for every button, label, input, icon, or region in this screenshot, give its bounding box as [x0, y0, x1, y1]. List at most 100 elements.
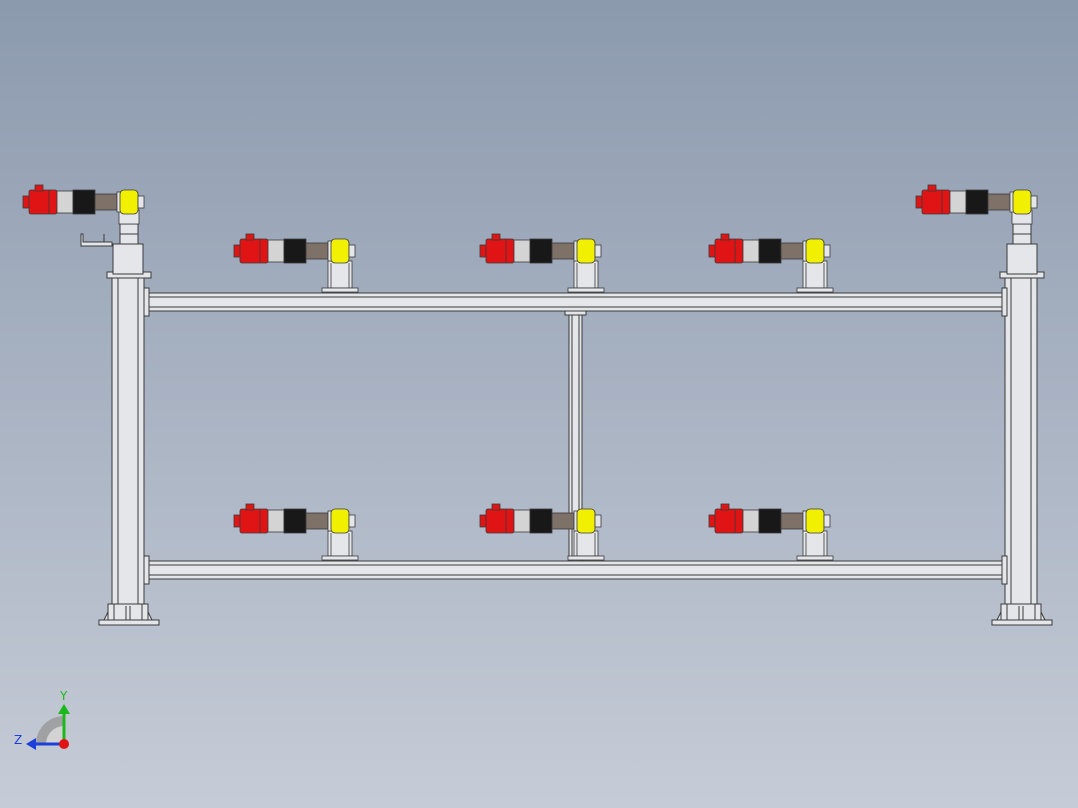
roller-drive-unit[interactable]: [708, 233, 834, 293]
steel-frame[interactable]: [80, 223, 1053, 626]
roller-hub: [348, 514, 356, 528]
roller-drive-unit[interactable]: [233, 503, 359, 561]
y-axis-arrow-icon: [58, 704, 70, 714]
gearbox-black: [72, 189, 96, 215]
roller-drive-unit[interactable]: [479, 503, 605, 561]
right-foot: [991, 603, 1053, 626]
gearbox-silver: [949, 190, 967, 214]
yellow-roller: [576, 238, 596, 264]
roller-hub: [1030, 195, 1038, 209]
motor-housing: [239, 238, 269, 264]
roller-stand: [327, 260, 353, 289]
roller-stand: [802, 260, 828, 289]
stand-base-plate: [796, 287, 834, 293]
gearbox-black: [965, 189, 989, 215]
yellow-roller: [805, 508, 825, 534]
motor-housing: [921, 189, 951, 215]
y-axis-label: Y: [59, 689, 68, 703]
x-axis-dot-icon: [59, 739, 69, 749]
gearbox-silver: [742, 509, 760, 533]
stand-base-plate: [796, 555, 834, 561]
yellow-roller: [576, 508, 596, 534]
roller-stand: [573, 260, 599, 289]
roller-drive-unit[interactable]: [22, 184, 145, 225]
motor-housing: [28, 189, 58, 215]
yellow-roller: [330, 238, 350, 264]
yellow-roller: [805, 238, 825, 264]
drive-shaft: [305, 512, 329, 530]
motor-connector: [491, 503, 501, 511]
left-foot: [98, 603, 160, 626]
gearbox-silver: [513, 509, 531, 533]
yellow-roller: [119, 189, 139, 215]
motor-endcap: [233, 244, 241, 258]
motor-endcap: [22, 195, 30, 209]
drive-shaft: [551, 242, 575, 260]
roller-hub: [823, 244, 831, 258]
motor-connector: [34, 184, 44, 192]
right-post[interactable]: [999, 223, 1045, 609]
roller-stand: [802, 530, 828, 557]
bottom-beam[interactable]: [143, 555, 1008, 585]
drive-shaft: [987, 193, 1011, 211]
stand-base-plate: [567, 287, 605, 293]
motor-housing: [239, 508, 269, 534]
motor-connector: [245, 503, 255, 511]
roller-drive-unit[interactable]: [479, 233, 605, 293]
roller-hub: [348, 244, 356, 258]
gearbox-black: [283, 508, 307, 534]
stand-base-plate: [321, 287, 359, 293]
roller-drive-units: [22, 184, 1038, 561]
gearbox-silver: [56, 190, 74, 214]
motor-housing: [485, 238, 515, 264]
roller-hub: [594, 244, 602, 258]
drive-shaft: [551, 512, 575, 530]
roller-stand: [573, 530, 599, 557]
z-axis-label: Z: [14, 733, 22, 747]
motor-endcap: [915, 195, 923, 209]
roller-hub: [137, 195, 145, 209]
motor-endcap: [708, 514, 716, 528]
motor-connector: [720, 233, 730, 241]
gearbox-silver: [513, 239, 531, 263]
roller-drive-unit[interactable]: [915, 184, 1038, 225]
motor-endcap: [233, 514, 241, 528]
gearbox-black: [758, 238, 782, 264]
roller-drive-unit[interactable]: [708, 503, 834, 561]
left-post[interactable]: [80, 223, 152, 609]
drive-shaft: [780, 512, 804, 530]
yellow-roller: [1012, 189, 1032, 215]
drive-shaft: [94, 193, 118, 211]
motor-housing: [714, 508, 744, 534]
motor-connector: [720, 503, 730, 511]
z-axis-arrow-icon: [26, 738, 36, 750]
roller-hub: [594, 514, 602, 528]
gearbox-silver: [267, 239, 285, 263]
motor-endcap: [479, 244, 487, 258]
stand-base-plate: [321, 555, 359, 561]
motor-connector: [491, 233, 501, 241]
triad-arc-inner: [46, 726, 64, 744]
gearbox-black: [529, 238, 553, 264]
gearbox-black: [529, 508, 553, 534]
motor-housing: [485, 508, 515, 534]
motor-connector: [245, 233, 255, 241]
roller-drive-unit[interactable]: [233, 233, 359, 293]
motor-housing: [714, 238, 744, 264]
gearbox-black: [283, 238, 307, 264]
gearbox-silver: [742, 239, 760, 263]
gearbox-black: [758, 508, 782, 534]
motor-endcap: [479, 514, 487, 528]
gearbox-silver: [267, 509, 285, 533]
view-orientation-triad[interactable]: Y Z: [14, 689, 70, 750]
motor-connector: [927, 184, 937, 192]
yellow-roller: [330, 508, 350, 534]
stand-base-plate: [567, 555, 605, 561]
roller-stand: [327, 530, 353, 557]
motor-endcap: [708, 244, 716, 258]
drive-shaft: [305, 242, 329, 260]
roller-hub: [823, 514, 831, 528]
